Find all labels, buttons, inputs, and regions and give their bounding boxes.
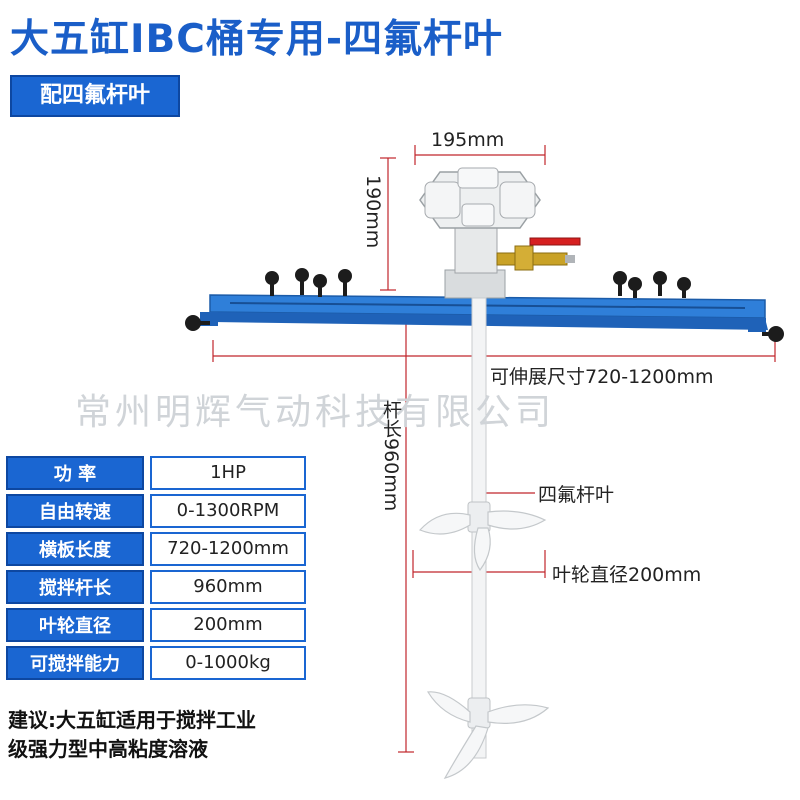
- spec-row: 可搅拌能力 0-1000kg: [6, 646, 308, 680]
- spec-value: 1HP: [150, 456, 306, 490]
- motor-width-label: 195mm: [431, 129, 505, 151]
- spec-value: 0-1000kg: [150, 646, 306, 680]
- usage-note-line: 级强力型中高粘度溶液: [8, 737, 208, 761]
- spec-row: 搅拌杆长 960mm: [6, 570, 308, 604]
- impeller-diameter-label: 叶轮直径200mm: [552, 564, 702, 586]
- spec-label: 叶轮直径: [6, 608, 144, 642]
- spec-value: 720-1200mm: [150, 532, 306, 566]
- page-title: 大五缸IBC桶专用-四氟杆叶: [10, 17, 504, 62]
- spec-value: 200mm: [150, 608, 306, 642]
- usage-note: 建议:大五缸适用于搅拌工业 级强力型中高粘度溶液: [8, 706, 256, 764]
- spec-row: 功 率 1HP: [6, 456, 308, 490]
- crossbar: [200, 294, 768, 332]
- spec-label: 可搅拌能力: [6, 646, 144, 680]
- spec-row: 叶轮直径 200mm: [6, 608, 308, 642]
- spec-label: 自由转速: [6, 494, 144, 528]
- motor-height-label: 190mm: [362, 175, 384, 249]
- spec-label: 横板长度: [6, 532, 144, 566]
- spec-row: 横板长度 720-1200mm: [6, 532, 308, 566]
- spec-table: 功 率 1HP 自由转速 0-1300RPM 横板长度 720-1200mm 搅…: [6, 456, 308, 684]
- impeller-upper: [418, 510, 547, 572]
- knob-icons: [185, 268, 784, 342]
- spec-label: 搅拌杆长: [6, 570, 144, 604]
- usage-note-line: 建议:大五缸适用于搅拌工业: [8, 708, 256, 732]
- impeller-lower: [427, 691, 550, 779]
- subtitle-badge: 配四氟杆叶: [10, 75, 180, 117]
- spec-row: 自由转速 0-1300RPM: [6, 494, 308, 528]
- air-motor: [419, 167, 541, 299]
- spec-label: 功 率: [6, 456, 144, 490]
- ball-valve: [496, 237, 581, 271]
- shaft-length-label: 杆长960mm: [380, 400, 402, 512]
- blade-label: 四氟杆叶: [538, 484, 615, 506]
- extend-size-label: 可伸展尺寸720-1200mm: [490, 366, 714, 388]
- watermark: 常州明辉气动科技有限公司: [75, 392, 556, 433]
- spec-value: 0-1300RPM: [150, 494, 306, 528]
- spec-value: 960mm: [150, 570, 306, 604]
